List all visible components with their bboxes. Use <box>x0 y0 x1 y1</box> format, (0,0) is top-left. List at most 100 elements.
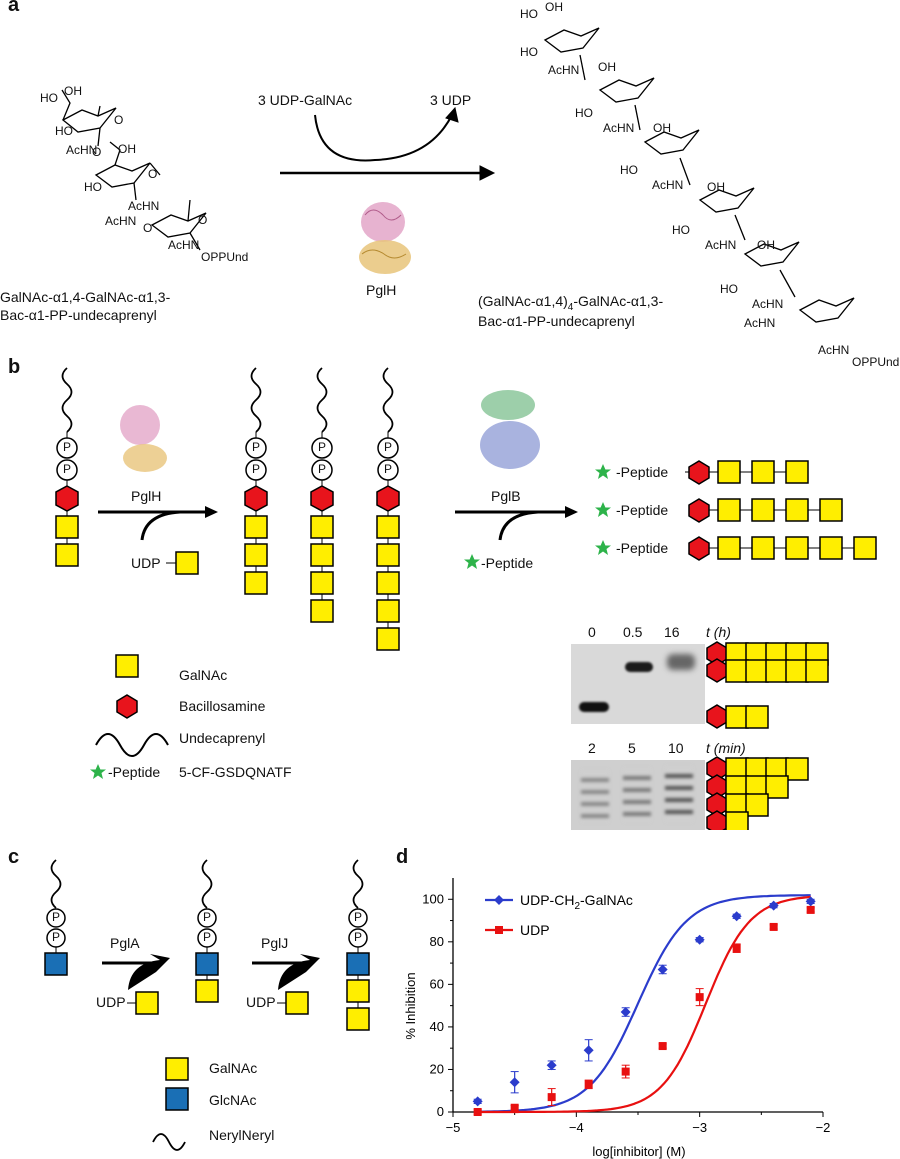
pglb-protein-image <box>480 390 540 469</box>
atom-oh: OH <box>118 142 136 156</box>
atom-oh: OH <box>707 180 725 194</box>
square-marker <box>584 1080 593 1089</box>
pglh-protein-image <box>120 405 167 472</box>
prod-ring-3 <box>643 129 700 155</box>
ring-1 <box>61 107 117 133</box>
diamond-marker <box>731 911 742 922</box>
data-point <box>769 922 778 931</box>
phosphate-label: P <box>384 440 393 454</box>
enzyme-pglh-label: PglH <box>131 488 162 504</box>
diamond-marker <box>546 1060 557 1071</box>
square-marker <box>769 922 778 931</box>
y-tick-label: 60 <box>430 976 444 991</box>
y-axis-label: % Inhibition <box>403 972 418 1039</box>
x-tick-label: −5 <box>446 1120 461 1135</box>
diamond-marker <box>472 1096 483 1107</box>
legend-peptide-desc: 5-CF-GSDQNATF <box>179 764 292 780</box>
diamond-marker <box>768 900 779 911</box>
legend-diamond <box>494 895 504 905</box>
phosphate-label: P <box>318 440 327 454</box>
chain-c-mid <box>195 859 219 1003</box>
legend-bac-hexagon <box>116 694 138 719</box>
panel-b-figure <box>55 367 877 830</box>
data-point <box>510 1103 519 1112</box>
y-tick-label: 100 <box>422 891 444 906</box>
data-point <box>731 911 742 922</box>
atom-ho: HO <box>55 124 73 138</box>
legend-peptide-star <box>90 764 106 779</box>
legend-galnac-label: GalNAc <box>209 1060 258 1076</box>
atom-ho: HO <box>620 163 638 177</box>
udp-label: UDP <box>131 555 161 571</box>
data-point <box>472 1096 483 1107</box>
peptide-label: -Peptide <box>616 464 669 480</box>
legend-glcnac-label: GlcNAc <box>209 1092 257 1108</box>
data-points <box>472 896 816 1116</box>
phosphate-label: P <box>52 910 61 924</box>
pglh-protein-image <box>359 202 411 274</box>
product-3 <box>595 460 809 485</box>
product-5 <box>595 536 877 561</box>
udp-galnac-square <box>135 991 159 1015</box>
legend-nerylneryl-label: NerylNeryl <box>209 1127 275 1143</box>
atom-o: O <box>148 167 158 181</box>
phosphate-label: P <box>354 910 363 924</box>
data-point <box>621 1064 630 1079</box>
product-name-line2: Bac-α1-PP-undecaprenyl <box>478 313 635 329</box>
data-point <box>695 988 704 1007</box>
phosphate-label: P <box>384 462 393 476</box>
data-point <box>547 1088 556 1107</box>
atom-o: O <box>198 213 208 227</box>
data-point <box>620 1007 631 1018</box>
legend-peptide-label: -Peptide <box>108 764 161 780</box>
legend-bac-label: Bacillosamine <box>179 698 266 714</box>
gel1-unit: t (h) <box>706 624 731 640</box>
square-marker <box>510 1103 519 1112</box>
phosphate-label: P <box>63 462 72 476</box>
udp-galnac-square <box>285 991 309 1015</box>
atom-achn: AcHN <box>66 143 98 157</box>
atom-oh: OH <box>598 60 616 74</box>
data-point <box>583 1039 594 1062</box>
atom-oppund: OPPUnd <box>852 355 900 369</box>
y-tick-label: 40 <box>430 1019 444 1034</box>
atom-achn: AcHN <box>548 63 580 77</box>
enzyme-pglb-label: PglB <box>491 488 521 504</box>
chain-c-end <box>346 859 370 1031</box>
data-point <box>546 1060 557 1071</box>
atom-ho: HO <box>672 223 690 237</box>
data-point <box>657 964 668 975</box>
gel-image-2 <box>571 760 705 830</box>
atom-o: O <box>114 113 124 127</box>
diamond-marker <box>657 964 668 975</box>
atom-oh: OH <box>64 84 82 98</box>
diamond-marker <box>583 1045 594 1056</box>
fit-curves <box>477 894 811 1114</box>
panel-c-letter: c <box>8 846 20 868</box>
x-tick-label: −2 <box>816 1120 831 1135</box>
ring-2 <box>94 162 151 188</box>
prod-ring-6 <box>798 297 855 323</box>
prod-ring-4 <box>698 187 755 213</box>
x-tick-label: −3 <box>692 1120 707 1135</box>
reagent-in-label: 3 UDP-GalNAc <box>258 92 353 108</box>
ring-3 <box>150 212 207 238</box>
fit-curve-udp <box>477 895 811 1114</box>
gel1-ladder <box>706 641 829 729</box>
peptide-label: -Peptide <box>616 540 669 556</box>
gel1-time: 0 <box>588 624 596 640</box>
prod-ring-2 <box>598 77 655 103</box>
x-axis-label: log[inhibitor] (M) <box>592 1144 685 1159</box>
fit-curve-udp-ch2-galnac <box>477 894 811 1113</box>
legend-square <box>495 926 503 934</box>
panel-a-figure <box>61 27 855 323</box>
gel2-time: 10 <box>668 740 684 756</box>
product-name-line1: (GalNAc-α1,4)4-GalNAc-α1,3- <box>478 293 664 313</box>
data-point <box>509 1071 520 1094</box>
peptide-label: -Peptide <box>616 502 669 518</box>
gel2-ladder <box>706 756 809 830</box>
square-marker <box>621 1067 630 1076</box>
square-marker <box>732 944 741 953</box>
